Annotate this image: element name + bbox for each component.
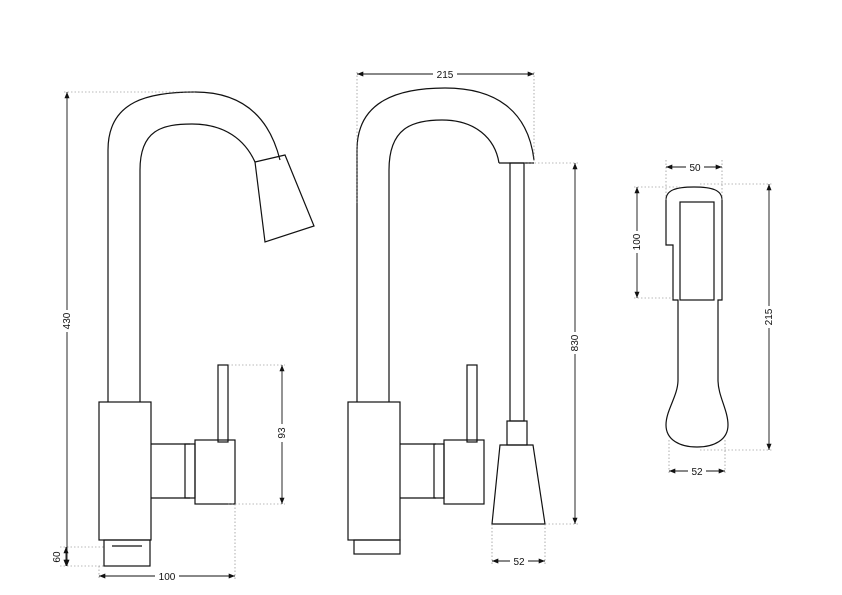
left-cartridge — [184, 443, 196, 499]
middle-cartridge — [433, 443, 445, 499]
left-handle-height-label: 93 — [277, 427, 288, 439]
right-spray-head-view: 50 100 215 52 — [631, 160, 775, 478]
left-body — [98, 401, 152, 541]
middle-head-width-label: 52 — [513, 557, 525, 568]
right-total-length-label: 215 — [764, 308, 775, 325]
left-height-label: 430 — [62, 312, 73, 329]
left-lever — [217, 364, 229, 443]
middle-reach-label: 215 — [437, 70, 454, 81]
right-top-height-label: 100 — [632, 233, 643, 250]
middle-handle-housing — [443, 439, 485, 505]
left-spray-head — [254, 154, 315, 243]
middle-base-nut — [353, 539, 401, 555]
left-base-width-label: 100 — [159, 572, 176, 583]
middle-body — [347, 401, 401, 541]
middle-hose — [509, 162, 525, 422]
right-bottom-width-label: 52 — [691, 467, 703, 478]
left-base-height-label: 60 — [52, 551, 63, 563]
middle-spout-outline — [356, 87, 535, 402]
middle-hose-length-label: 830 — [570, 334, 581, 351]
left-spout-outline — [107, 91, 281, 402]
right-spray-head-outline — [665, 186, 729, 448]
middle-hose-connector — [506, 420, 528, 446]
middle-faucet-view: 215 830 52 — [347, 68, 581, 568]
left-handle-housing — [194, 439, 236, 505]
left-base-nut — [103, 539, 151, 567]
left-faucet-view: 430 93 60 100 — [52, 91, 315, 583]
middle-spray-head — [491, 444, 546, 525]
middle-lever — [466, 364, 478, 443]
right-head-inner — [679, 201, 715, 301]
right-top-width-label: 50 — [689, 163, 701, 174]
